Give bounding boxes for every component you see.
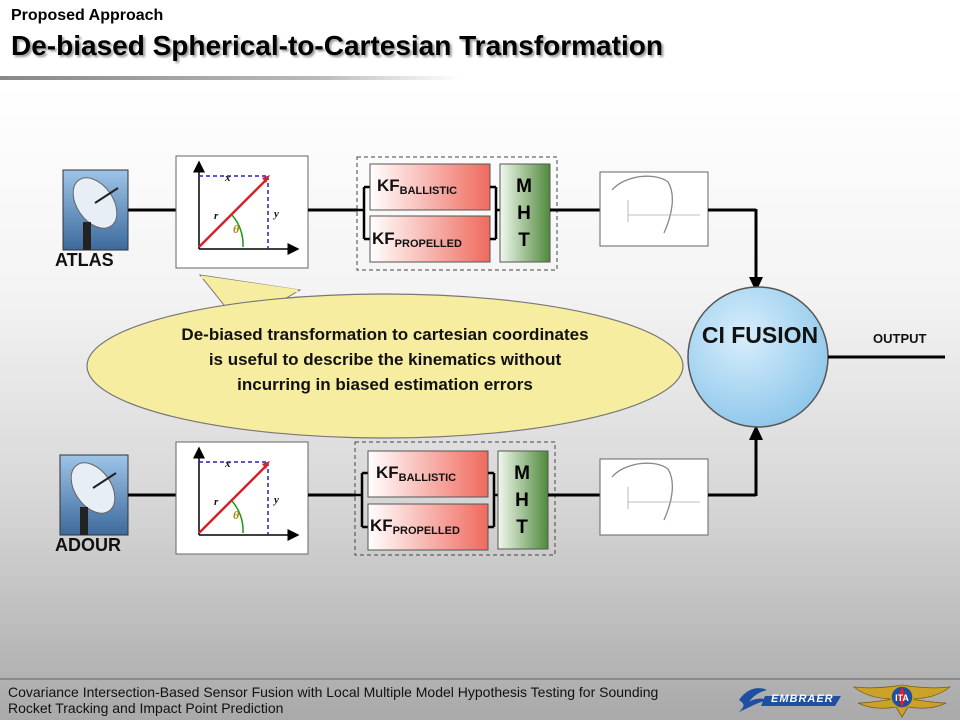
adour-kf-propelled-label: KFPROPELLED (370, 516, 460, 537)
page-title: De-biased Spherical-to-Cartesian Transfo… (11, 30, 663, 61)
sensor-label-adour: ADOUR (55, 535, 121, 555)
adour-plot-theta-label: θ (233, 508, 240, 522)
adour-mht-label: M H T (510, 460, 534, 541)
atlas-plot-x-label: x (225, 172, 231, 184)
mht-letter: T (518, 230, 530, 251)
embraer-wordmark: EMBRAER (771, 693, 834, 705)
adour-transform-plot (175, 441, 309, 555)
kf-prefix: KF (372, 229, 395, 248)
adour-chain (59, 425, 763, 556)
mht-letter: M (516, 176, 532, 197)
title-underline (0, 76, 460, 80)
adour-plot-x-label: x (225, 458, 231, 470)
adour-kf-ballistic (367, 450, 489, 498)
atlas-kf-propelled-label: KFPROPELLED (372, 229, 462, 250)
mht-letter: H (517, 203, 531, 224)
kf-prefix: KF (370, 516, 393, 535)
atlas-kf-ballistic (369, 163, 491, 211)
adour-kf-propelled (367, 503, 489, 551)
mht-letter: H (515, 490, 529, 511)
kf-ballistic-sub: BALLISTIC (399, 185, 458, 197)
adour-mht-block (497, 450, 549, 550)
atlas-radar-icon (62, 169, 129, 251)
atlas-plot-theta-label: θ (233, 222, 240, 236)
mht-letter: T (516, 517, 528, 538)
embraer-logo (739, 688, 841, 712)
kf-prefix: KF (376, 463, 399, 482)
ita-logo-lettering: ITA (895, 693, 909, 703)
kf-propelled-sub: PROPELLED (394, 238, 462, 250)
atlas-mht-block (499, 163, 551, 263)
kicker: Proposed Approach (11, 7, 164, 24)
footer-citation: Covariance Intersection-Based Sensor Fus… (8, 684, 659, 716)
adour-radar-icon (59, 454, 129, 536)
atlas-filter-group (356, 156, 558, 271)
ci-fusion-label: CI FUSION (701, 322, 819, 348)
kf-prefix: KF (377, 176, 400, 195)
kf-ballistic-sub: BALLISTIC (398, 472, 457, 484)
sensor-label-atlas: ATLAS (55, 250, 114, 270)
atlas-trajectory-plot (599, 171, 709, 247)
atlas-plot-y-label: y (274, 208, 279, 220)
kf-propelled-sub: PROPELLED (392, 525, 460, 537)
atlas-mht-label: M H T (512, 173, 536, 254)
callout-text: De-biased transformation to cartesian co… (181, 325, 589, 394)
atlas-kf-propelled (369, 215, 491, 263)
adour-plot-r-label: r (214, 496, 219, 508)
ita-logo: ITA (852, 684, 952, 718)
adour-plot-y-label: y (274, 494, 279, 506)
adour-filter-group (354, 441, 556, 556)
atlas-transform-plot (175, 155, 309, 269)
atlas-kf-ballistic-label: KFBALLISTIC (377, 176, 458, 197)
footer-bar (0, 678, 960, 722)
atlas-chain (62, 155, 763, 292)
adour-trajectory-plot (599, 458, 709, 536)
adour-kf-ballistic-label: KFBALLISTIC (376, 463, 457, 484)
output-label: OUTPUT (873, 331, 927, 346)
atlas-plot-r-label: r (214, 210, 219, 222)
mht-letter: M (514, 463, 530, 484)
callout-bubble (86, 274, 684, 439)
ci-fusion-node (687, 286, 829, 428)
